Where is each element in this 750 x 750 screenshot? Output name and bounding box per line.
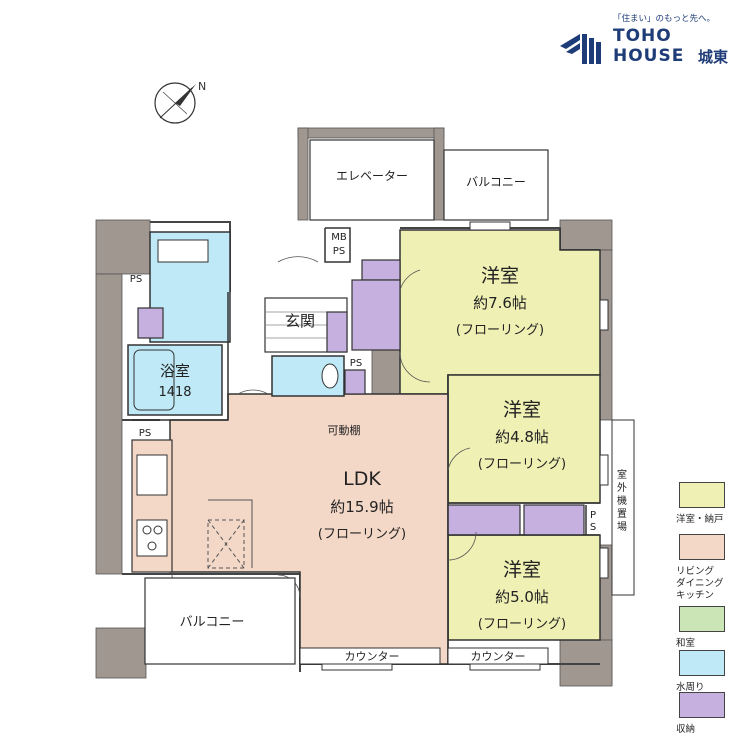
tagline: 「住まい」のもっと先へ。	[613, 14, 716, 24]
mb-label: MB	[331, 232, 347, 243]
western1-floor-label: (フローリング)	[456, 323, 544, 338]
room-labels: エレベーター バルコニー MB PS PS 玄関 浴室 1418 PS PS 可…	[130, 169, 596, 663]
ps-right-label-s: S	[590, 522, 596, 533]
bathroom	[127, 344, 223, 416]
balcony-top-label: バルコニー	[466, 175, 526, 189]
bathtub-icon	[133, 349, 175, 411]
balcony-bottom	[144, 577, 296, 665]
kitchen-sink-icon	[136, 454, 168, 496]
brand-suffix: 城東	[698, 48, 729, 66]
movable-shelf-label: 可動棚	[328, 423, 361, 437]
western1-name-label: 洋室	[481, 265, 519, 287]
balcony-top	[443, 149, 549, 221]
legend-swatch	[679, 482, 725, 508]
stove-icon	[136, 519, 168, 557]
western-room-3	[447, 534, 601, 641]
toilet-icon	[321, 363, 339, 389]
house-logo-icon	[560, 34, 601, 64]
western2-floor-label: (フローリング)	[478, 457, 566, 472]
brand-line-2: HOUSE	[613, 46, 685, 66]
svg-text:室: 室	[617, 468, 627, 481]
western2-name-label: 洋室	[503, 399, 541, 421]
brand-line-1: TOHO	[613, 26, 672, 46]
western2-size-label: 約4.8帖	[495, 428, 549, 446]
compass: N	[154, 80, 206, 124]
ps-right-label-p: P	[590, 510, 596, 521]
storage-areas	[137, 259, 585, 536]
legend-swatch	[679, 692, 725, 718]
interior-walls	[132, 227, 600, 664]
legend-label: 収納	[676, 724, 696, 735]
ps-label-mb: PS	[333, 246, 345, 257]
bath-name-label: 浴室	[160, 362, 190, 380]
svg-text:機: 機	[617, 494, 627, 507]
western1-size-label: 約7.6帖	[473, 294, 527, 312]
ldk-size-label: 約15.9帖	[330, 498, 393, 516]
ps-left-label: PS	[139, 428, 151, 439]
svg-text:場: 場	[617, 520, 627, 533]
elevator-box	[309, 139, 435, 221]
ps-mid-label: PS	[350, 358, 362, 369]
bath-size-label: 1418	[158, 385, 191, 400]
washbasin-icon	[157, 239, 209, 263]
western3-floor-label: (フローリング)	[478, 617, 566, 632]
legend-swatch	[679, 650, 725, 676]
compass-north-label: N	[198, 80, 206, 93]
ldk-floor-label: (フローリング)	[318, 527, 406, 542]
legend-label: 洋室・納戸	[676, 514, 724, 525]
ps-upper-left-label: PS	[130, 274, 142, 285]
elevator-label: エレベーター	[336, 169, 408, 183]
legend-swatch	[679, 534, 725, 560]
window-marks	[321, 221, 609, 671]
fridge-space	[207, 519, 245, 569]
svg-text:外: 外	[617, 482, 627, 494]
compass-needle-icon	[175, 84, 196, 106]
western3-name-label: 洋室	[503, 559, 541, 581]
legend-swatch	[679, 606, 725, 632]
outdoor-unit-label: 室 外 機 置 場	[617, 468, 627, 533]
western-room-1	[399, 229, 601, 395]
brand-logo: 「住まい」のもっと先へ。 TOHO HOUSE 城東	[558, 12, 748, 72]
legend-label: リビング ダイニング キッチン	[676, 566, 724, 601]
counter-2-label: カウンター	[471, 650, 526, 663]
ldk-name-label: LDK	[343, 468, 381, 490]
counter-1-label: カウンター	[345, 650, 400, 663]
balcony-bottom-label: バルコニー	[180, 615, 245, 630]
legend-label: 水周り	[676, 682, 705, 693]
legend-label: 和室	[676, 638, 696, 649]
svg-text:置: 置	[617, 508, 627, 520]
outdoor-unit-area	[611, 419, 635, 596]
western3-size-label: 約5.0帖	[495, 588, 549, 606]
entrance-label: 玄関	[285, 312, 315, 330]
